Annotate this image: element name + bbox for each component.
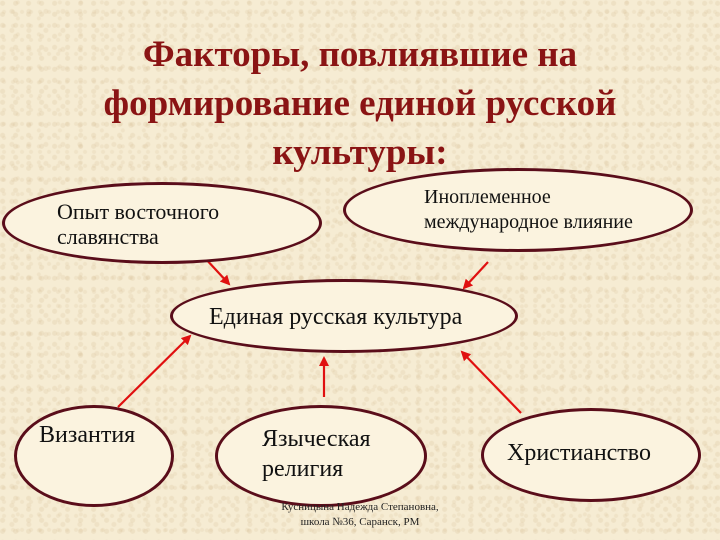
node-byzantium-label: Византия bbox=[39, 422, 136, 448]
arrow-from-christianity-icon bbox=[460, 350, 522, 414]
node-christianity-label: Христианство bbox=[507, 440, 651, 466]
arrow-from-foreign-influence-icon bbox=[462, 261, 489, 290]
author-credit: Кусницына Надежда Степановна, школа №36,… bbox=[281, 501, 439, 528]
node-pagan-religion: Языческая религия bbox=[215, 405, 427, 507]
arrow-from-byzantium-icon bbox=[117, 334, 192, 408]
node-christianity: Христианство bbox=[481, 408, 701, 502]
node-east-slavic-experience: Опыт восточного славянства bbox=[2, 182, 322, 264]
node-foreign-international-influence-label: Иноплеменное международное влияние bbox=[424, 186, 633, 233]
node-pagan-religion-label: Языческая религия bbox=[262, 426, 371, 482]
slide-title: Факторы, повлиявшие на формирование един… bbox=[103, 34, 617, 173]
node-foreign-international-influence: Иноплеменное международное влияние bbox=[343, 168, 693, 252]
node-byzantium: Византия bbox=[14, 405, 174, 507]
node-unified-russian-culture-label: Единая русская культура bbox=[209, 304, 463, 330]
node-east-slavic-experience-label: Опыт восточного славянства bbox=[57, 199, 220, 249]
node-unified-russian-culture: Единая русская культура bbox=[170, 279, 518, 353]
